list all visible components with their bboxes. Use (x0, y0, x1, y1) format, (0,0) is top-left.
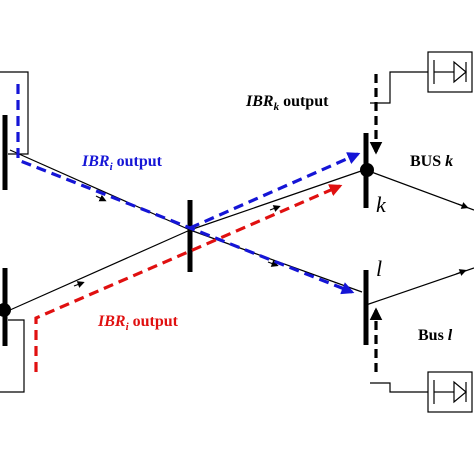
ibr-i-blue-label-name: IBR (81, 153, 110, 170)
line-lower-left-to-center (9, 229, 191, 311)
node-k-label: k (376, 192, 387, 217)
node-dot-k (360, 163, 374, 177)
ibr-k-output-label: IBRk output (245, 93, 329, 113)
flow-arrow-2 (269, 205, 281, 212)
ibr-i-red-label-suffix: output (129, 313, 179, 330)
ibr-l-feeder (370, 382, 428, 393)
ibr-k-label-suffix: output (279, 93, 329, 110)
ibr-k-label-name: IBR (245, 93, 274, 110)
blue-ibr-i-paths (16, 84, 361, 295)
ibr-i-blue-label-sub: i (110, 161, 114, 173)
bus-k-label: BUS k (410, 153, 453, 170)
ibr-k-feeder (370, 71, 428, 104)
flow-arrow-5 (457, 202, 469, 209)
ibr-k-converter-icon (427, 51, 473, 93)
red-ibr-i-path (34, 184, 343, 372)
line-bus-k-right (365, 169, 474, 211)
bus-l-label-prefix: Bus (418, 327, 448, 344)
flow-arrow-1 (95, 194, 107, 202)
node-l-label: l (376, 256, 382, 281)
lower-left-feeder (0, 319, 25, 393)
flow-arrow-4 (267, 260, 279, 267)
blue-path-to-bus-k (189, 152, 361, 230)
ibr-k-label-sub: k (274, 101, 280, 113)
line-center-to-bus-k (189, 169, 365, 231)
ibr-l-converter-icon (427, 371, 473, 413)
ibr-i-blue-label-suffix: output (113, 153, 163, 170)
right-feeders (370, 71, 428, 393)
bus-l-label-var: l (448, 327, 453, 344)
line-bus-l-right (365, 267, 474, 306)
blue-path-to-bus-l (16, 84, 355, 295)
node-dot-lower-left (0, 303, 11, 317)
flow-arrow-6 (455, 269, 467, 276)
ibr-i-red-label-name: IBR (97, 313, 126, 330)
ibr-i-red-label-sub: i (126, 321, 130, 333)
ibr-i-blue-output-label: IBRi output (81, 153, 163, 173)
flow-arrow-3 (73, 281, 85, 288)
bus-k-label-prefix: BUS (410, 153, 445, 170)
bus-bars (2, 115, 369, 346)
ibr-i-red-output-label: IBRi output (97, 313, 179, 333)
bus-k-label-var: k (445, 153, 453, 170)
bus-l-label: Bus l (418, 327, 453, 344)
flow-arrows (73, 194, 469, 288)
